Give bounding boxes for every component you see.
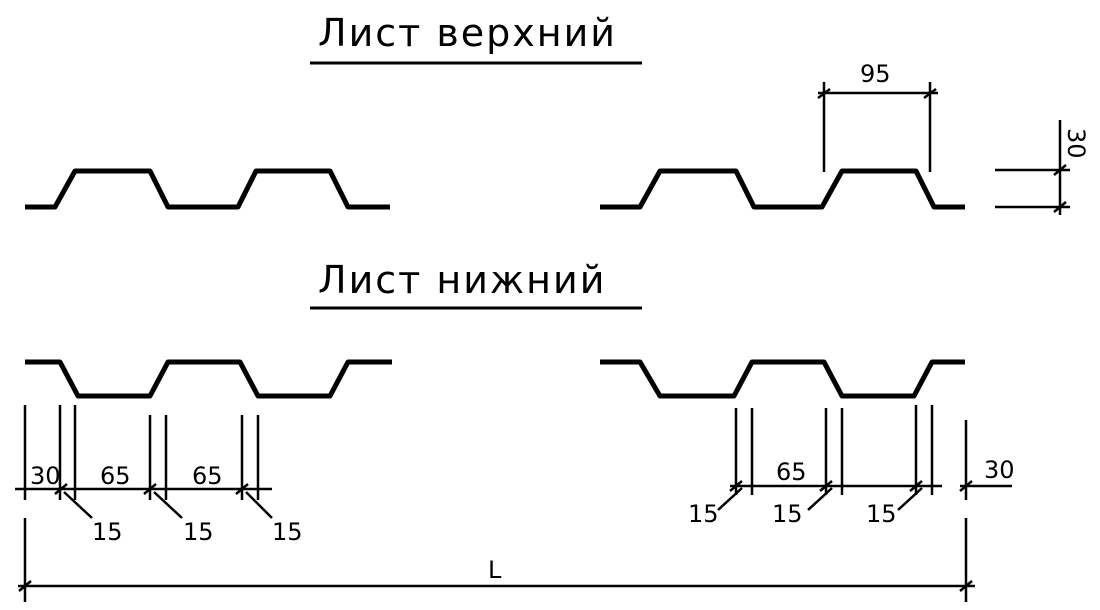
dim-lower-left-small-2: 15 <box>183 518 214 546</box>
dim-lower-right-small-1: 15 <box>688 500 719 528</box>
dim-lower-right-span: 65 <box>776 458 807 486</box>
lower-profile-left <box>25 359 392 399</box>
lower-sheet-profile <box>25 359 965 399</box>
title-upper-sheet: Лист верхний <box>318 11 617 55</box>
dim-lower-right-small-2: 15 <box>772 500 803 528</box>
title-lower-sheet: Лист нижний <box>318 258 606 302</box>
lower-left-dimension-chain <box>15 405 273 519</box>
dim-lower-left-small-1: 15 <box>92 518 123 546</box>
dim-height <box>995 120 1070 215</box>
dim-height-label: 30 <box>1062 128 1090 159</box>
dim-total-length <box>18 518 975 602</box>
dim-top-width-label: 95 <box>860 60 891 88</box>
dim-lower-left-edge: 30 <box>30 462 61 490</box>
lower-profile-right <box>600 359 965 399</box>
dim-lower-left-small-3: 15 <box>272 518 303 546</box>
lower-right-dimension-chain <box>717 405 1012 511</box>
dim-top-width <box>817 82 938 172</box>
upper-profile-right <box>600 168 965 210</box>
upper-sheet-profile <box>25 168 965 210</box>
upper-profile-left <box>25 168 390 210</box>
dim-lower-left-span-2: 65 <box>192 462 223 490</box>
dim-lower-right-edge: 30 <box>984 456 1015 484</box>
dim-total-length-label: L <box>488 556 502 584</box>
dim-lower-left-span-1: 65 <box>100 462 131 490</box>
dim-lower-right-small-3: 15 <box>866 500 897 528</box>
